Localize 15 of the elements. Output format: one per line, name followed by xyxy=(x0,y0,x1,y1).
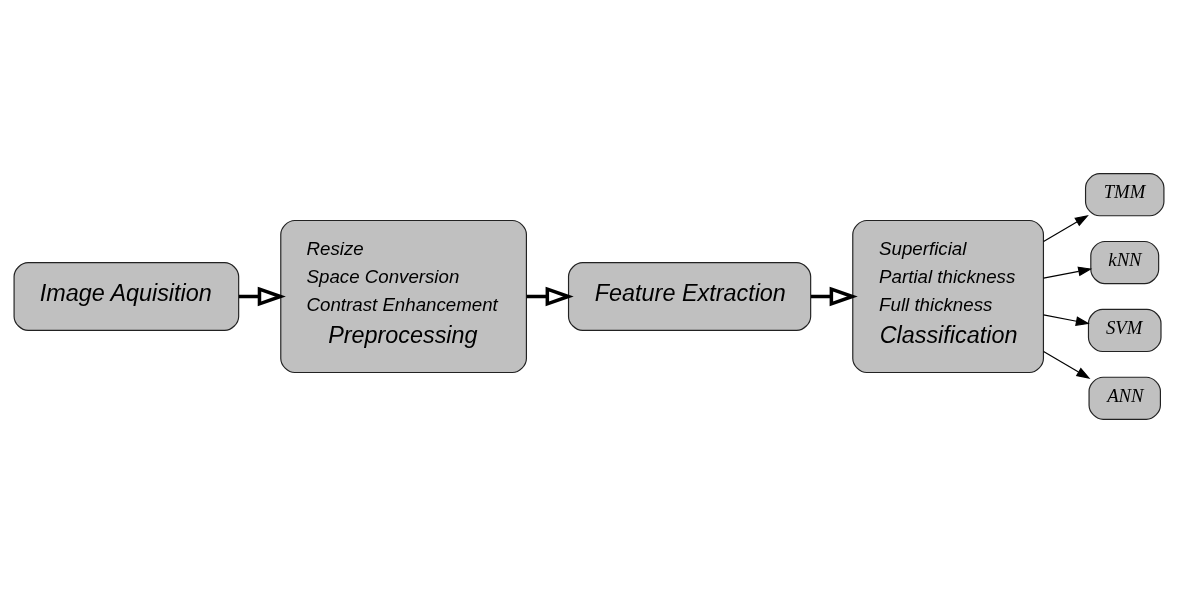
node-box: Image Aquisition xyxy=(13,261,240,331)
node-box: Feature Extraction xyxy=(567,261,812,331)
node-box: Resize Space Conversion Contrast Enhancement Preprocessing xyxy=(280,219,527,373)
arrow xyxy=(526,286,574,306)
node-box: TMM xyxy=(1084,172,1165,216)
node-box: SVM xyxy=(1087,308,1162,352)
node-box: ANN xyxy=(1088,376,1161,420)
arrow xyxy=(1043,214,1089,242)
arrow xyxy=(1043,266,1093,279)
arrow xyxy=(1043,313,1090,326)
arrow xyxy=(238,286,286,306)
arrow xyxy=(811,286,858,306)
node-box: Superficial Partial thickness Full thickness Classification xyxy=(852,219,1045,373)
node-box: kNN xyxy=(1090,240,1160,284)
arrow xyxy=(1043,350,1091,379)
